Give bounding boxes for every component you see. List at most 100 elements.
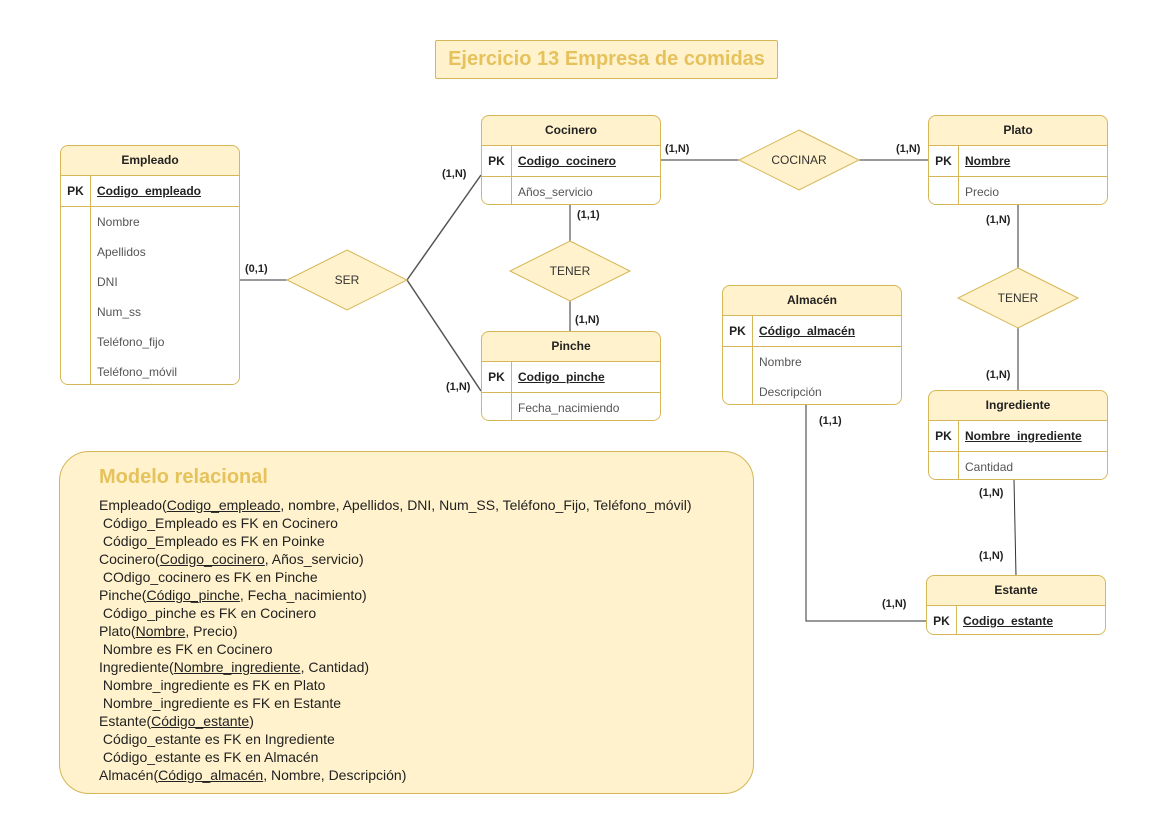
pk-label: PK: [933, 614, 950, 628]
model-text: , Precio): [185, 623, 238, 639]
cardinality-cocinar-plato: (1,N): [896, 143, 921, 155]
model-text: Cocinero(: [99, 551, 160, 567]
field-row: Apellidos: [61, 237, 239, 267]
relational-model-line: Código_estante es FK en Almacén: [99, 748, 691, 766]
relational-model-line: Código_pinche es FK en Cocinero: [99, 604, 691, 622]
model-text: Nombre_ingrediente es FK en Plato: [99, 677, 326, 693]
relational-model-line: Almacén(Código_almacén, Nombre, Descripc…: [99, 766, 691, 784]
relational-model-line: Plato(Nombre, Precio): [99, 622, 691, 640]
field-row: Años_servicio: [482, 177, 660, 204]
ser-label: SER: [334, 273, 360, 287]
cardinality-ser-cocinero: (1,N): [442, 168, 467, 180]
pk-row: PK Codigo_estante: [927, 606, 1105, 634]
cardinality-almacen-estante-top: (1,1): [819, 415, 842, 427]
cardinality-cocinero-tener: (1,1): [577, 209, 600, 221]
primary-key-text: Codigo_empleado: [166, 497, 281, 513]
cardinality-cocinero-cocinar: (1,N): [665, 143, 690, 155]
relational-model-line: Empleado(Codigo_empleado, nombre, Apelli…: [99, 496, 691, 514]
entity-almacen[interactable]: Almacén PK Código_almacén Nombre Descrip…: [722, 285, 902, 405]
entity-name: Ingrediente: [929, 391, 1107, 421]
relational-model-line: Nombre_ingrediente es FK en Estante: [99, 694, 691, 712]
field-row: Nombre: [61, 207, 239, 237]
tener-diamond-cocinero[interactable]: [508, 240, 632, 302]
cardinality-empleado-ser: (0,1): [245, 263, 268, 275]
relational-model-line: Código_estante es FK en Ingrediente: [99, 730, 691, 748]
relational-model-panel[interactable]: Modelo relacional Empleado(Codigo_emplea…: [59, 451, 754, 794]
relational-model-title: Modelo relacional: [99, 466, 268, 488]
relational-model-line: Nombre es FK en Cocinero: [99, 640, 691, 658]
model-text: Pinche(: [99, 587, 147, 603]
model-text: COdigo_cocinero es FK en Pinche: [99, 569, 318, 585]
field-dni: DNI: [97, 275, 118, 289]
entity-ingrediente[interactable]: Ingrediente PK Nombre_ingrediente Cantid…: [928, 390, 1108, 480]
pk-label: PK: [67, 184, 84, 198]
entity-empleado[interactable]: Empleado PK Codigo_empleado Nombre Apell…: [60, 145, 240, 385]
primary-key-text: Nombre: [135, 623, 186, 639]
field-nombre: Nombre: [759, 355, 802, 369]
field-apellidos: Apellidos: [97, 245, 146, 259]
cardinality-tener-ingrediente: (1,N): [986, 369, 1011, 381]
field-row: Descripción: [723, 377, 901, 404]
relational-model-line: Nombre_ingrediente es FK en Plato: [99, 676, 691, 694]
pk-field: Codigo_cocinero: [518, 154, 617, 168]
primary-key-text: Código_estante: [151, 713, 250, 729]
cocinar-diamond[interactable]: [737, 129, 861, 191]
field-cantidad: Cantidad: [965, 460, 1014, 474]
pk-field: Nombre_ingrediente: [965, 429, 1082, 443]
field-descripcion: Descripción: [759, 385, 822, 399]
model-text: Código_estante es FK en Ingrediente: [99, 731, 335, 747]
ser-diamond[interactable]: [285, 249, 409, 311]
entity-pinche[interactable]: Pinche PK Codigo_pinche Fecha_nacimiendo: [481, 331, 661, 421]
field-row: Num_ss: [61, 297, 239, 327]
model-text: Plato(: [99, 623, 136, 639]
pk-field: Código_almacén: [759, 324, 856, 338]
primary-key-text: Código_almacén: [158, 767, 264, 783]
connector-ser-cocinero: [406, 174, 482, 281]
model-text: Código_estante es FK en Almacén: [99, 749, 319, 765]
column-divider: [958, 420, 959, 479]
entity-plato[interactable]: Plato PK Nombre Precio: [928, 115, 1108, 205]
tener-diamond-plato[interactable]: [956, 267, 1080, 329]
pk-label: PK: [935, 429, 952, 443]
relational-model-lines: Empleado(Codigo_empleado, nombre, Apelli…: [99, 496, 691, 784]
model-text: Código_pinche es FK en Cocinero: [99, 605, 317, 621]
connector-ser-pinche: [406, 279, 482, 392]
relational-model-line: Código_Empleado es FK en Cocinero: [99, 514, 691, 532]
pk-row: PK Codigo_empleado: [61, 176, 239, 207]
connector-ingrediente-estante: [1013, 479, 1017, 577]
field-row: Fecha_nacimiendo: [482, 393, 660, 420]
cardinality-tener-pinche: (1,N): [575, 314, 600, 326]
primary-key-text: Codigo_cocinero: [159, 551, 265, 567]
entity-name: Plato: [929, 116, 1107, 146]
entity-cocinero[interactable]: Cocinero PK Codigo_cocinero Años_servici…: [481, 115, 661, 205]
model-text: Código_Empleado es FK en Cocinero: [99, 515, 338, 531]
pk-row: PK Código_almacén: [723, 316, 901, 347]
column-divider: [90, 175, 91, 384]
field-telefono-fijo: Teléfono_fijo: [97, 335, 165, 349]
relational-model-line: Estante(Código_estante): [99, 712, 691, 730]
relational-model-line: COdigo_cocinero es FK en Pinche: [99, 568, 691, 586]
connector-almacen-estante: [805, 405, 926, 622]
relational-model-line: Cocinero(Codigo_cocinero, Años_servicio): [99, 550, 691, 568]
cardinality-ingrediente-estante-top: (1,N): [979, 487, 1004, 499]
entity-name: Estante: [927, 576, 1105, 606]
model-text: Código_Empleado es FK en Poinke: [99, 533, 325, 549]
field-fecha-nacimiendo: Fecha_nacimiendo: [518, 401, 620, 415]
model-text: Almacén(: [99, 767, 159, 783]
diagram-title[interactable]: Ejercicio 13 Empresa de comidas: [435, 40, 778, 79]
pk-field: Codigo_pinche: [518, 370, 605, 384]
field-anos-servicio: Años_servicio: [518, 185, 593, 199]
pk-row: PK Nombre_ingrediente: [929, 421, 1107, 452]
model-text: , Años_servicio): [264, 551, 364, 567]
entity-estante[interactable]: Estante PK Codigo_estante: [926, 575, 1106, 635]
relational-model-line: Pinche(Código_pinche, Fecha_nacimiento): [99, 586, 691, 604]
primary-key-text: Nombre_ingrediente: [173, 659, 301, 675]
field-nombre: Nombre: [97, 215, 140, 229]
field-row: Cantidad: [929, 452, 1107, 479]
cardinality-almacen-estante-bottom: (1,N): [882, 598, 907, 610]
field-precio: Precio: [965, 185, 1000, 199]
pk-field: Codigo_estante: [963, 614, 1054, 628]
model-text: Nombre es FK en Cocinero: [99, 641, 273, 657]
column-divider: [752, 315, 753, 404]
